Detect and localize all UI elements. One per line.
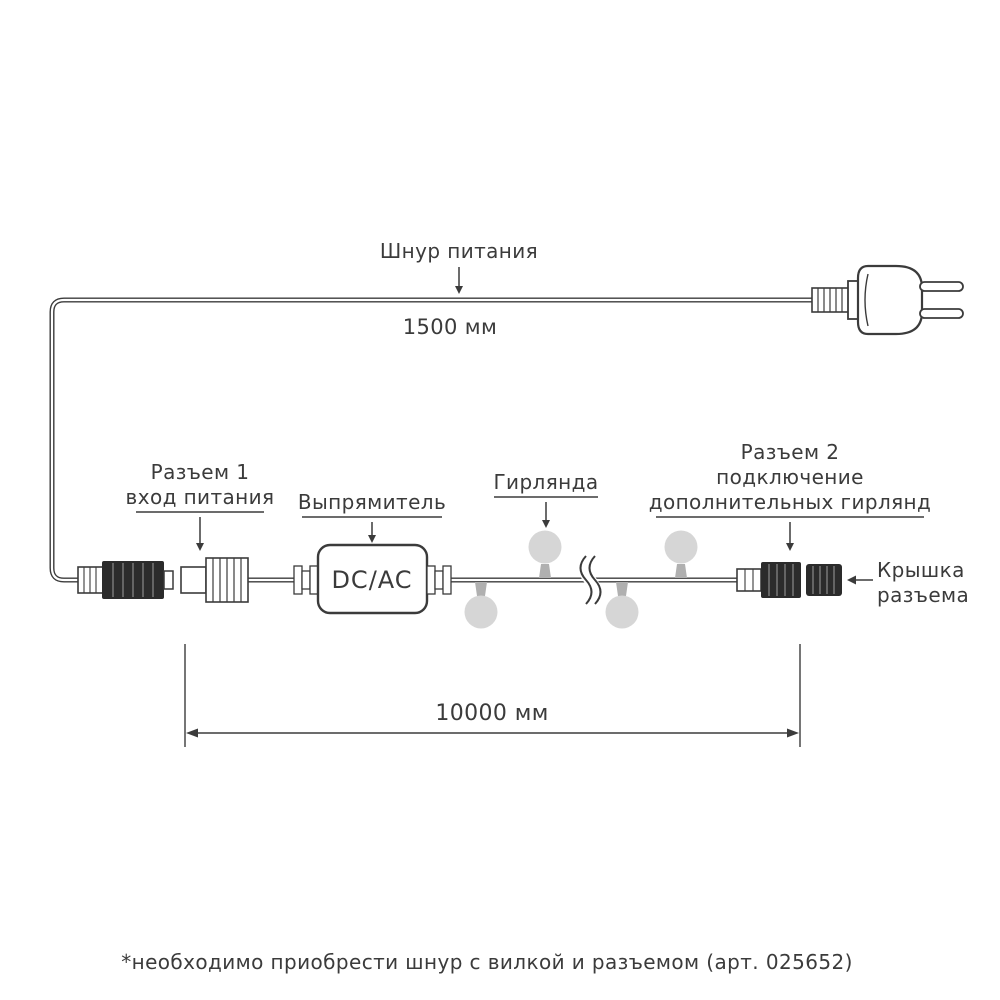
bulb-glass [605,595,639,629]
connector-2 [736,562,842,598]
plug-pin-bottom [919,308,964,319]
power-cord-label: Шнур питания [380,239,538,263]
connector2-label-line3: дополнительных гирлянд [649,490,932,514]
cap-callout: Крышка разъема [847,558,969,607]
bulb-up-1 [528,530,562,578]
power-cord-arrow-head [455,286,463,294]
connector2-socket [736,568,762,592]
garland-label: Гирлянда [493,470,598,494]
dimension-arrow-right [787,728,799,738]
rectifier-box: DC/AC [293,543,452,615]
power-cord-callout: Шнур питания 1500 мм [380,239,538,339]
power-cord-length-label: 1500 мм [403,315,498,339]
bulb-base [475,582,487,596]
bulb-up-2 [664,530,698,578]
connector1-label-line2: вход питания [126,485,275,509]
cap-label-line2: разъема [877,583,969,607]
bulb-base [539,564,551,578]
power-cord [49,297,812,583]
power-plug [811,264,964,336]
connector1-female-body [180,566,207,594]
connector2-cap [806,564,842,596]
bulb-base [616,582,628,596]
garland-arrow-head [542,520,550,528]
power-cord-outline [49,297,812,583]
connector1-arrow-head [196,543,204,551]
rectifier-label: Выпрямитель [298,490,446,514]
connector2-body [761,562,801,598]
bulb-down-2 [605,582,639,629]
plug-pin-top [919,281,964,292]
rectifier-arrow-head [368,535,376,543]
footnote: *необходимо приобрести шнур с вилкой и р… [121,950,853,974]
bulb-glass [664,530,698,564]
bulb-down-1 [464,582,498,629]
connector-1 [77,557,249,603]
rectifier-box-text: DC/AC [331,566,412,594]
connector2-label-line1: Разъем 2 [741,440,840,464]
cap-arrow-head [847,575,856,585]
rectifier-bellows-left [293,565,319,595]
dimension-arrow-left [186,728,198,738]
garland-callout: Гирлянда [493,470,598,528]
connector1-tip [163,570,174,590]
bulb-base [675,564,687,578]
power-cord-core [50,298,812,582]
connector2-label-line2: подключение [716,465,864,489]
bulb-glass [528,530,562,564]
connector1-male [102,561,164,599]
cable-break-symbol [578,551,602,609]
plug-strain-relief [811,287,851,313]
rectifier-bellows-right [426,565,452,595]
cap-label-line1: Крышка [877,558,965,582]
plug-body [856,264,924,336]
plug-body-contour [864,273,869,327]
connector2-arrow-head [786,543,794,551]
connector2-callout: Разъем 2 подключение дополнительных гирл… [649,440,932,551]
connector1-label-line1: Разъем 1 [151,460,250,484]
connector1-bellows [77,566,104,594]
garland-dimension: 10000 мм [184,644,801,747]
connector1-callout: Разъем 1 вход питания [126,460,275,551]
bulb-glass [464,595,498,629]
garland-length-label: 10000 мм [435,701,548,726]
rectifier-callout: Выпрямитель [298,490,446,543]
connector1-female-nut [205,557,249,603]
